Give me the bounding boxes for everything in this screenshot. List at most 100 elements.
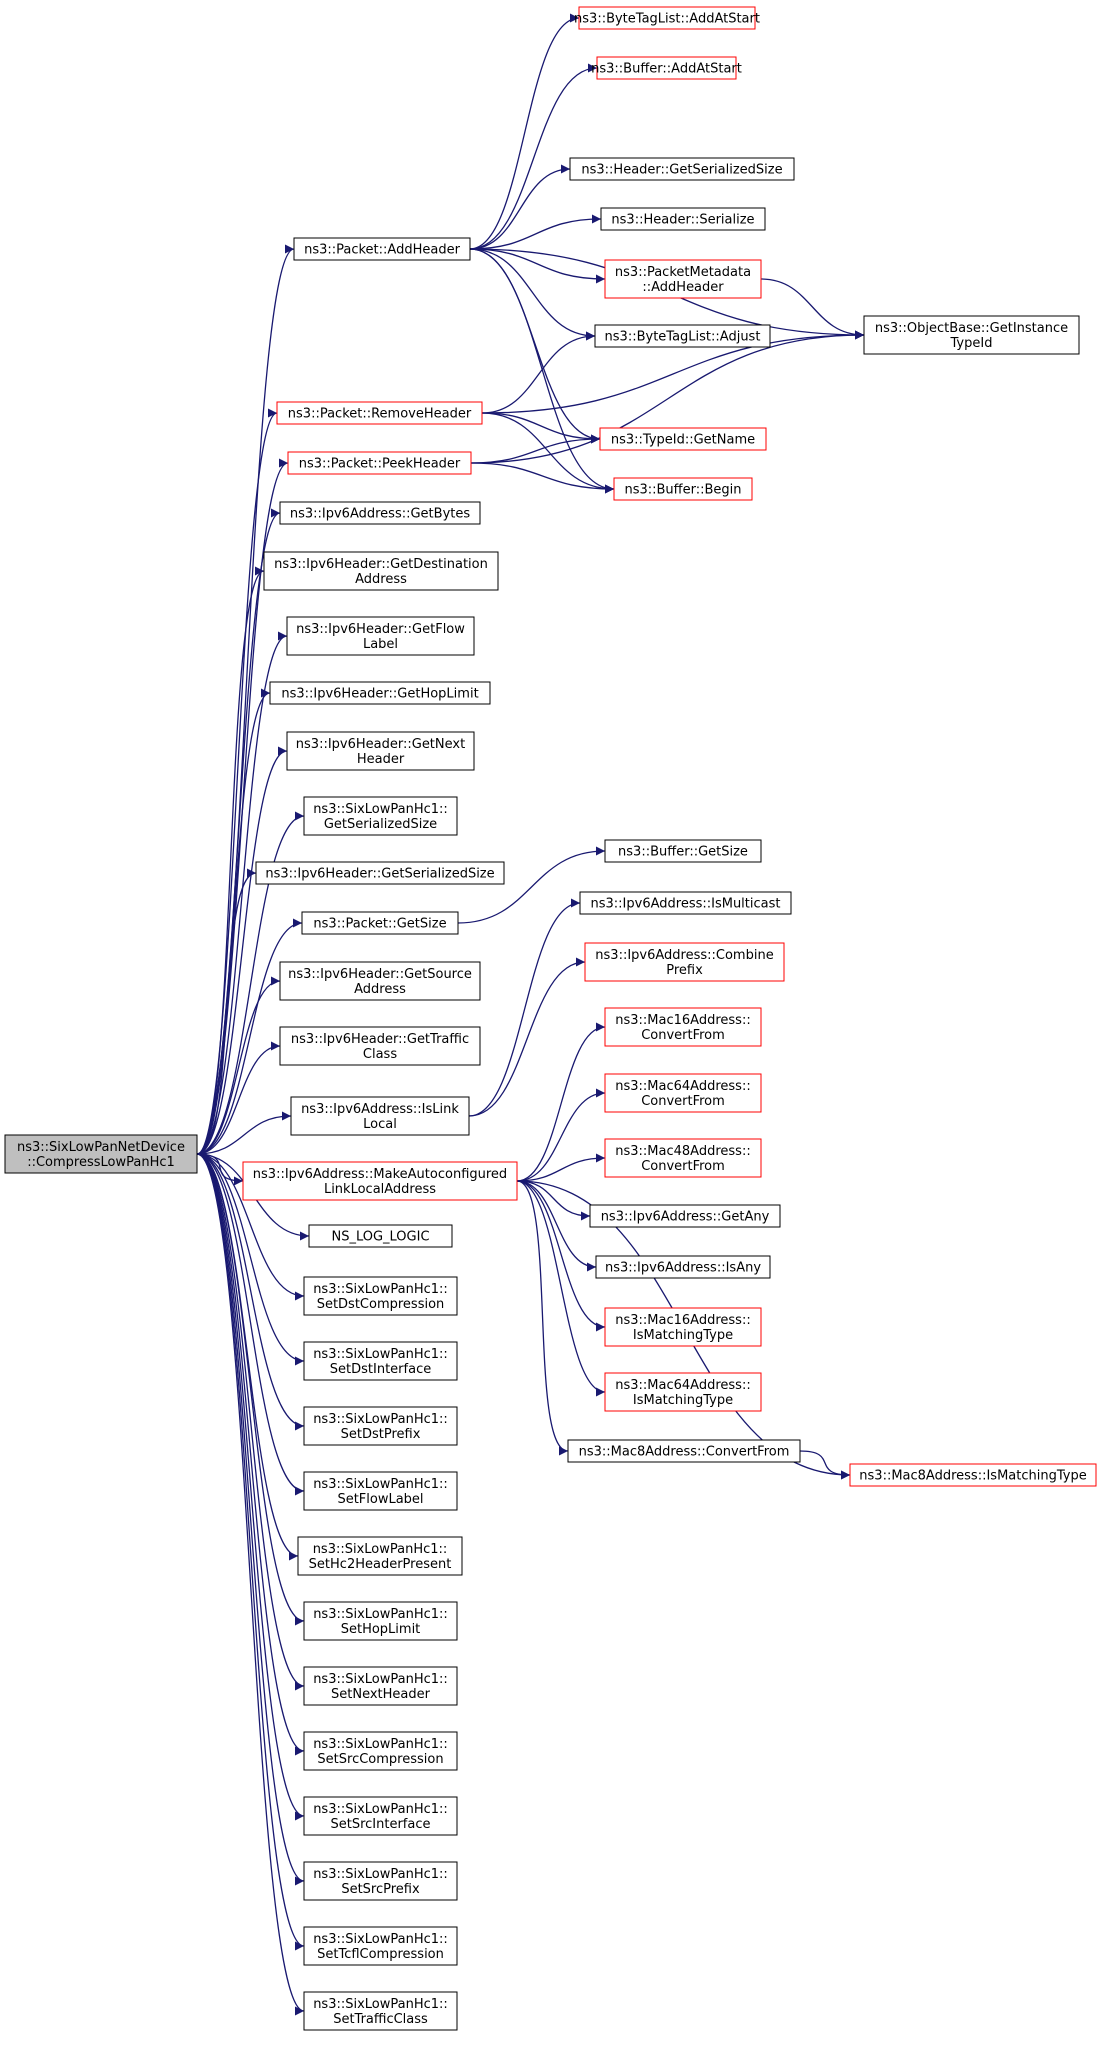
node-setsrccomp[interactable]: ns3::SixLowPanHc1::SetSrcCompression [303,1731,458,1771]
node-objgetinst-box [863,315,1080,355]
node-settraffic-label-1: SetTrafficClass [333,2012,428,2027]
node-hdrserialize-box [600,207,766,231]
node-bufbegin[interactable]: ns3::Buffer::Begin [613,477,753,501]
node-getnext-label-1: Header [357,752,405,767]
node-makeauto[interactable]: ns3::Ipv6Address::MakeAutoconfiguredLink… [242,1161,518,1201]
edge-islinklocal-to-combineprefix [468,957,586,1117]
node-pktmetaadd-label-1: ::AddHeader [642,280,724,295]
node-mac64conv[interactable]: ns3::Mac64Address::ConvertFrom [604,1073,762,1113]
node-mac64match[interactable]: ns3::Mac64Address::IsMatchingType [604,1372,762,1412]
node-setdstcomp-box [303,1276,458,1316]
node-setsrcif-box [303,1796,458,1836]
node-setsrcprefix-box [303,1861,458,1901]
node-setsrcprefix-label-1: SetSrcPrefix [341,1882,420,1897]
edge-root-to-settraffic [196,1153,305,2016]
node-addheader[interactable]: ns3::Packet::AddHeader [293,237,471,261]
node-setnextheader[interactable]: ns3::SixLowPanHc1::SetNextHeader [303,1666,458,1706]
node-settraffic-label-0: ns3::SixLowPanHc1:: [313,1997,448,2012]
node-mac16conv[interactable]: ns3::Mac16Address::ConvertFrom [604,1007,762,1047]
node-hdrgetsersize[interactable]: ns3::Header::GetSerializedSize [569,157,795,181]
node-setsrcif-label-0: ns3::SixLowPanHc1:: [313,1802,448,1817]
node-peekheader-label-0: ns3::Packet::PeekHeader [299,457,461,472]
node-mac8match[interactable]: ns3::Mac8Address::IsMatchingType [849,1463,1097,1487]
node-setnextheader-box [303,1666,458,1706]
node-gettraffic-label-0: ns3::Ipv6Header::GetTraffic [291,1032,469,1047]
edge-root-to-setdstprefix [196,1153,305,1431]
node-bytetagadjust-box [594,324,771,348]
node-mac16conv-box [604,1007,762,1047]
node-ipv6isany[interactable]: ns3::Ipv6Address::IsAny [595,1255,771,1279]
node-pktmetaadd-box [604,259,762,299]
node-ismulticast-label-0: ns3::Ipv6Address::IsMulticast [591,897,781,912]
node-ipv6sersize[interactable]: ns3::Ipv6Header::GetSerializedSize [255,861,505,885]
node-setsrcprefix[interactable]: ns3::SixLowPanHc1::SetSrcPrefix [303,1861,458,1901]
node-bytetagadjust-label-0: ns3::ByteTagList::Adjust [605,330,761,345]
edge-root-to-ipv6getbytes [196,508,281,1155]
node-pktmetaadd[interactable]: ns3::PacketMetadata::AddHeader [604,259,762,299]
edge-removeheader-to-typeidgetname [481,412,601,444]
edge-root-to-setnextheader [196,1153,305,1691]
node-mac16match-label-1: IsMatchingType [633,1328,733,1343]
node-setsrccomp-label-1: SetSrcCompression [317,1752,443,1767]
edge-root-to-setdstif [196,1153,305,1366]
edge-root-to-pktgetsize [196,918,303,1155]
node-typeidgetname[interactable]: ns3::TypeId::GetName [599,427,767,451]
node-mac8conv[interactable]: ns3::Mac8Address::ConvertFrom [567,1439,801,1463]
node-settraffic-box [303,1991,458,2031]
node-getdest-label-0: ns3::Ipv6Header::GetDestination [274,557,488,572]
node-setflowlabel[interactable]: ns3::SixLowPanHc1::SetFlowLabel [303,1471,458,1511]
edge-root-to-setflowlabel [196,1153,305,1496]
edge-root-to-islinklocal [196,1111,292,1155]
node-gethop[interactable]: ns3::Ipv6Header::GetHopLimit [269,681,491,705]
node-removeheader[interactable]: ns3::Packet::RemoveHeader [276,401,483,425]
node-sethoplimit-label-1: SetHopLimit [341,1622,421,1637]
node-setdstprefix[interactable]: ns3::SixLowPanHc1::SetDstPrefix [303,1406,458,1446]
node-ipv6getany[interactable]: ns3::Ipv6Address::GetAny [589,1204,781,1228]
node-bufgetsize[interactable]: ns3::Buffer::GetSize [604,839,762,863]
node-bytetagaddatstart-box [578,6,756,30]
node-ipv6getbytes-box [279,501,481,525]
node-nslog[interactable]: NS_LOG_LOGIC [308,1224,453,1248]
node-sethoplimit[interactable]: ns3::SixLowPanHc1::SetHopLimit [303,1601,458,1641]
node-peekheader[interactable]: ns3::Packet::PeekHeader [287,451,472,475]
node-bytetagaddatstart[interactable]: ns3::ByteTagList::AddAtStart [574,6,760,30]
node-nslog-label-0: NS_LOG_LOGIC [331,1230,429,1245]
node-mac48conv[interactable]: ns3::Mac48Address::ConvertFrom [604,1138,762,1178]
node-mac64match-label-1: IsMatchingType [633,1393,733,1408]
node-settraffic[interactable]: ns3::SixLowPanHc1::SetTrafficClass [303,1991,458,2031]
node-bufbegin-box [613,477,753,501]
edges-layer [196,13,865,2016]
node-setdstprefix-label-0: ns3::SixLowPanHc1:: [313,1412,448,1427]
node-setdstcomp[interactable]: ns3::SixLowPanHc1::SetDstCompression [303,1276,458,1316]
node-getsource-box [279,961,481,1001]
node-root-box [4,1134,198,1174]
node-mac64conv-label-1: ConvertFrom [641,1094,725,1109]
node-ismulticast[interactable]: ns3::Ipv6Address::IsMulticast [579,891,792,915]
node-sethc2[interactable]: ns3::SixLowPanHc1::SetHc2HeaderPresent [297,1536,463,1576]
node-settcfl[interactable]: ns3::SixLowPanHc1::SetTcflCompression [303,1926,458,1966]
edge-makeauto-to-mac64conv [516,1088,606,1182]
node-pktgetsize[interactable]: ns3::Packet::GetSize [301,911,459,935]
node-setsrcif[interactable]: ns3::SixLowPanHc1::SetSrcInterface [303,1796,458,1836]
node-bufaddatstart[interactable]: ns3::Buffer::AddAtStart [591,56,742,80]
node-hc1sersize-label-0: ns3::SixLowPanHc1:: [313,802,448,817]
node-ipv6getbytes[interactable]: ns3::Ipv6Address::GetBytes [279,501,481,525]
edge-addheader-to-hdrserialize [469,214,602,250]
nodes-layer: ns3::SixLowPanNetDevice::CompressLowPanH… [4,6,1097,2031]
node-bytetagadjust[interactable]: ns3::ByteTagList::Adjust [594,324,771,348]
node-hdrserialize[interactable]: ns3::Header::Serialize [600,207,766,231]
node-hc1sersize[interactable]: ns3::SixLowPanHc1::GetSerializedSize [303,796,458,836]
node-sethoplimit-label-0: ns3::SixLowPanHc1:: [313,1607,448,1622]
node-hdrgetsersize-label-0: ns3::Header::GetSerializedSize [581,163,782,178]
node-mac16match[interactable]: ns3::Mac16Address::IsMatchingType [604,1307,762,1347]
node-setdstif[interactable]: ns3::SixLowPanHc1::SetDstInterface [303,1341,458,1381]
node-sethc2-label-1: SetHc2HeaderPresent [309,1557,452,1572]
